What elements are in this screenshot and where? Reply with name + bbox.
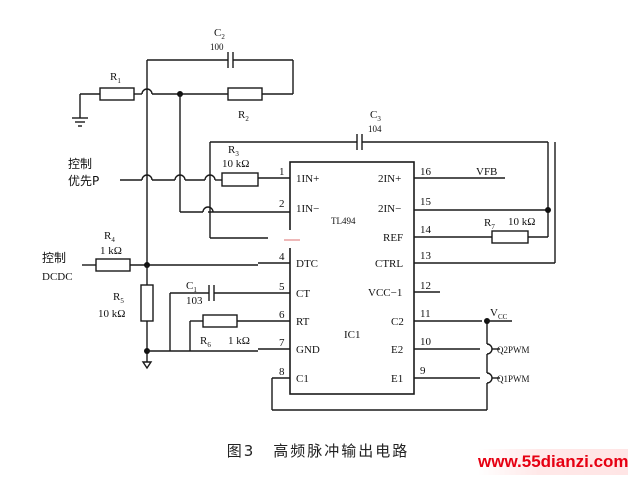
priority-label-1: 控制 xyxy=(68,157,92,171)
r7-network: R7 10 kΩ VFB xyxy=(452,142,556,263)
r4-value: 1 kΩ xyxy=(100,245,122,257)
priority-input: 控制 优先P R3 10 kΩ xyxy=(68,144,259,188)
r7-label: R7 xyxy=(484,217,495,231)
q2-label: Q2PWM xyxy=(497,345,530,355)
pin-num-5: 5 xyxy=(279,281,285,293)
pin-name-2in-plus: 2IN+ xyxy=(378,173,401,185)
resistor-r4 xyxy=(95,258,131,272)
ic-left-pins: 1 2 4 5 6 7 8 1IN+ 1IN− DTC CT RT GND C1 xyxy=(208,166,320,385)
pin-num-7: 7 xyxy=(279,337,285,349)
pin-name-c1: C1 xyxy=(296,373,309,385)
pin-num-15: 15 xyxy=(420,196,432,208)
vfb-label: VFB xyxy=(476,166,497,178)
ic-ref-label: IC1 xyxy=(344,329,361,341)
c2-label: C2 xyxy=(214,27,225,41)
c2-value: 100 xyxy=(210,42,224,52)
pin-name-e1: E1 xyxy=(391,373,403,385)
r3-value: 10 kΩ xyxy=(222,158,249,170)
pin-num-16: 16 xyxy=(420,166,432,178)
c3-network: C3 104 xyxy=(209,109,551,239)
timing-network: C1 103 R6 1 kΩ xyxy=(147,280,258,352)
pin-num-14: 14 xyxy=(420,224,432,236)
top-network: R1 R2 C2 100 xyxy=(72,27,294,263)
pin-name-1in-plus: 1IN+ xyxy=(296,173,319,185)
dcdc-label-2: DCDC xyxy=(42,271,73,283)
smudge-patch xyxy=(268,230,320,248)
ic-body xyxy=(289,161,415,395)
figure-title: 高频脉冲输出电路 xyxy=(273,442,410,460)
r1-label: R1 xyxy=(110,71,121,85)
dcdc-input: 控制 DCDC R4 1 kΩ R5 10 kΩ xyxy=(42,230,258,370)
pin-num-13: 13 xyxy=(420,250,432,262)
pin-name-ref: REF xyxy=(383,232,403,244)
output-network: VCC Q2PWM Q1PWM xyxy=(271,307,530,411)
resistor-r3 xyxy=(221,172,259,187)
resistor-r2 xyxy=(227,87,263,101)
c1-label: C1 xyxy=(186,280,197,294)
pin-num-12: 12 xyxy=(420,280,431,292)
r5-label: R5 xyxy=(113,291,124,305)
pin-num-2: 2 xyxy=(279,198,285,210)
pin-num-4: 4 xyxy=(279,251,285,263)
ground-arrow-r5 xyxy=(141,361,153,370)
r5-value: 10 kΩ xyxy=(98,308,125,320)
r6-label: R6 xyxy=(200,335,211,349)
pin-name-rt: RT xyxy=(296,316,310,328)
pin-name-e2: E2 xyxy=(391,344,403,356)
figure-caption: 图3 高频脉冲输出电路 xyxy=(0,440,636,461)
pin-name-2in-minus: 2IN− xyxy=(378,203,401,215)
resistor-r1 xyxy=(99,87,135,101)
pin-name-c2: C2 xyxy=(391,316,404,328)
pin-name-ctrl: CTRL xyxy=(375,258,403,270)
site-watermark: www.55dianzi.com xyxy=(478,449,629,475)
priority-label-2: 优先P xyxy=(68,174,99,188)
c1-value: 103 xyxy=(186,295,203,307)
q1-label: Q1PWM xyxy=(497,374,530,384)
figure-number: 图3 xyxy=(226,442,256,460)
c3-label: C3 xyxy=(370,109,381,123)
resistor-r6 xyxy=(202,314,238,328)
pin-num-6: 6 xyxy=(279,309,285,321)
pin-num-10: 10 xyxy=(420,336,432,348)
pin-name-1in-minus: 1IN− xyxy=(296,203,319,215)
ic-part-label: TL494 xyxy=(331,216,356,226)
c3-value: 104 xyxy=(368,124,382,134)
ic-right-pins: 16 15 14 13 12 11 10 9 2IN+ 2IN− REF CTR… xyxy=(368,166,555,385)
pin-num-1: 1 xyxy=(279,166,285,178)
pin-num-8: 8 xyxy=(279,366,285,378)
r7-value: 10 kΩ xyxy=(508,216,535,228)
pin-name-dtc: DTC xyxy=(296,258,318,270)
dcdc-label-1: 控制 xyxy=(42,251,66,265)
r3-label: R3 xyxy=(228,144,239,158)
resistor-r5 xyxy=(140,284,154,322)
pin-name-vcc1: VCC−1 xyxy=(368,287,402,299)
vcc-label: VCC xyxy=(490,307,508,321)
pin-num-11: 11 xyxy=(420,308,431,320)
r6-value: 1 kΩ xyxy=(228,335,250,347)
r4-label: R4 xyxy=(104,230,115,244)
pin-num-9: 9 xyxy=(420,365,426,377)
pin-name-ct: CT xyxy=(296,288,310,300)
r2-label: R2 xyxy=(238,109,249,123)
junction-dot-2in-minus xyxy=(545,207,551,213)
resistor-r7 xyxy=(491,230,529,244)
pin-name-gnd: GND xyxy=(296,344,320,356)
